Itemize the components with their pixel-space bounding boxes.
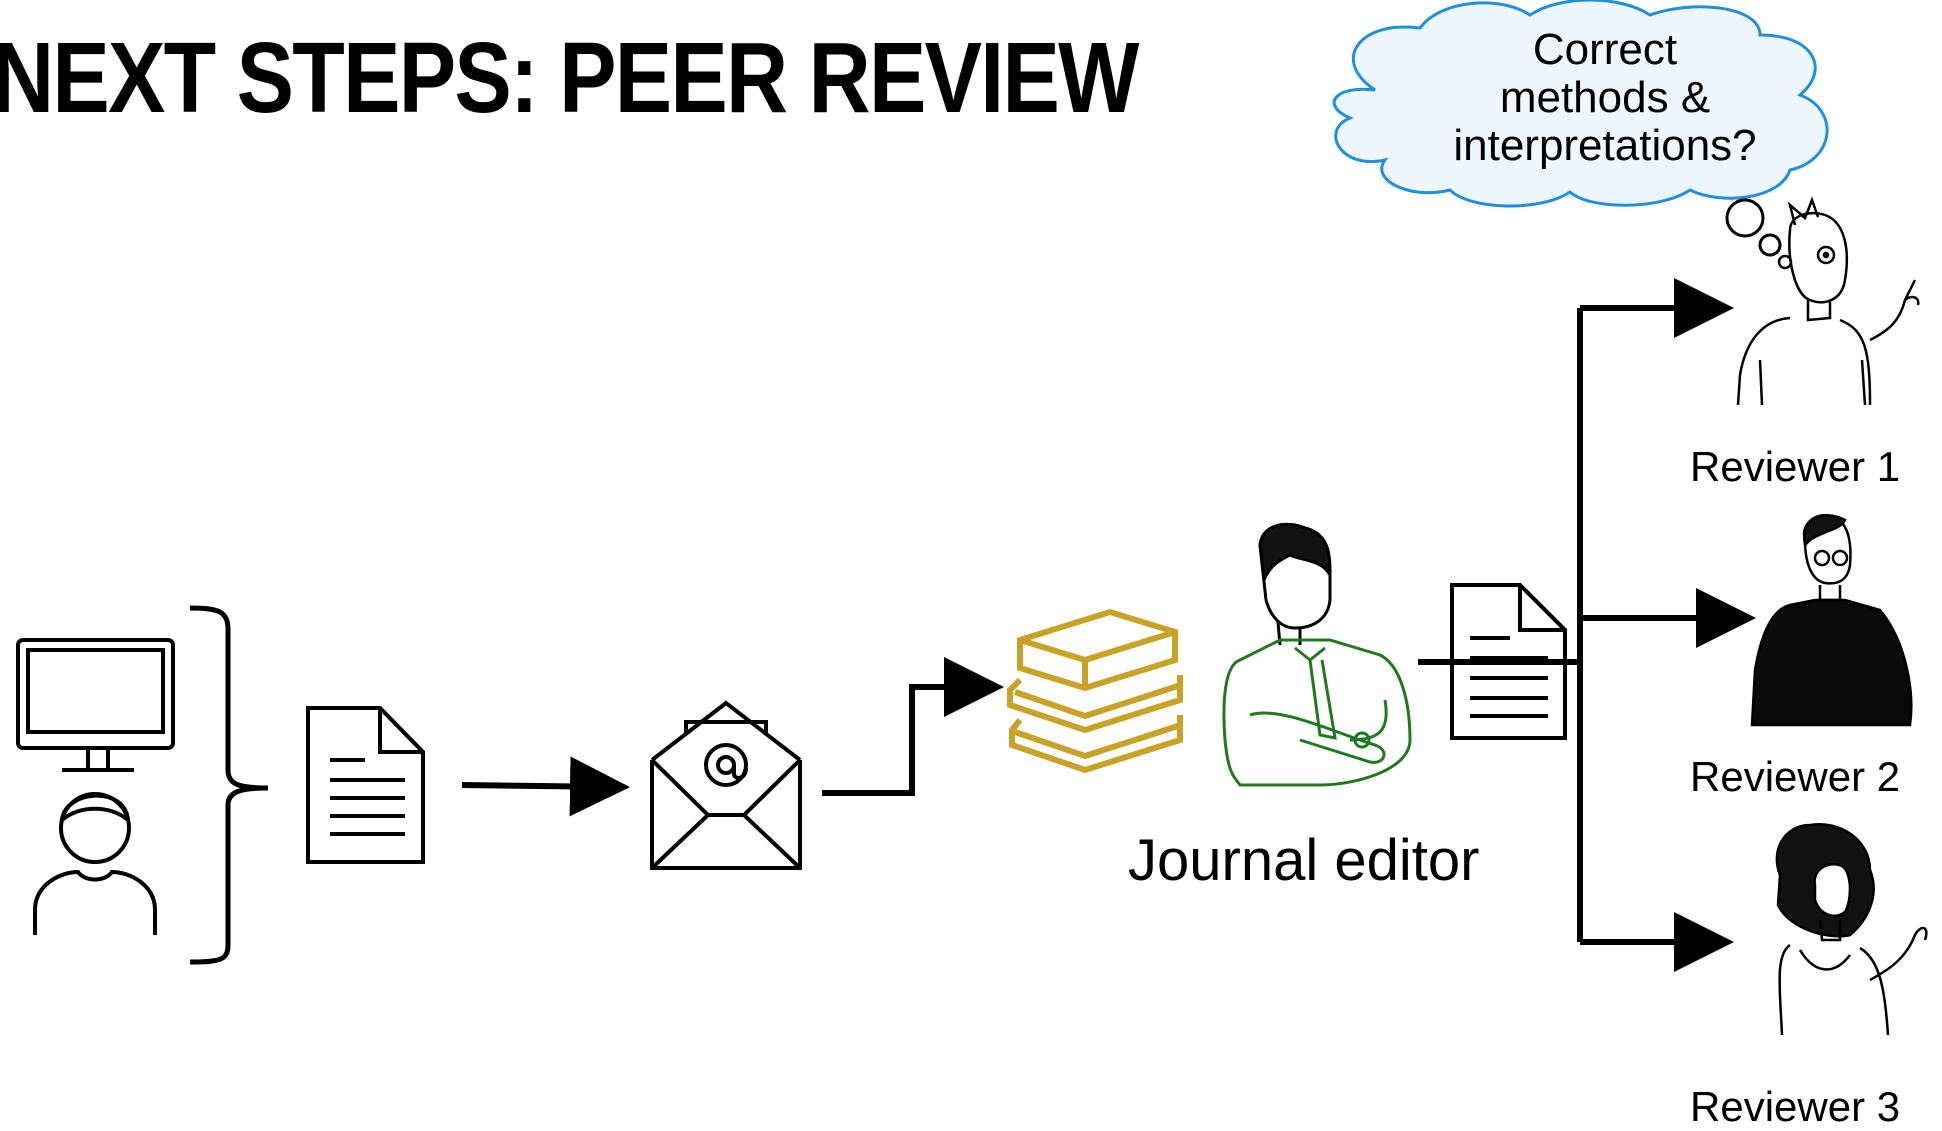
reviewer-1-label: Reviewer 1 [1690,443,1901,490]
thought-bubble-text: Correct methods & interpretations? [1430,26,1780,170]
email-at-icon [650,700,802,870]
arrow-email-to-editor [822,657,1004,796]
thought-line-1: Correct [1532,25,1678,74]
reviewer-2-label: Reviewer 2 [1690,753,1901,800]
editor-label: Journal editor [1128,828,1480,893]
thought-bubble-cloud [1332,0,1829,270]
editor-figure-icon [1222,522,1412,787]
arrow-document-to-email [461,756,630,817]
thought-line-2: methods & [1499,73,1711,122]
forwarded-document-icon [1450,583,1567,740]
document-icon [306,706,425,864]
reviewer-2-figure-icon [1750,514,1913,727]
thought-line-3: interpretations? [1453,121,1757,170]
reviewer-branch-connector [1418,308,1583,942]
reviewer-3-label: Reviewer 3 [1690,1083,1901,1130]
user-icon [33,792,157,935]
books-icon [1007,608,1183,774]
computer-monitor-icon [16,638,175,772]
grouping-brace [189,605,269,965]
reviewer-3-figure-icon [1775,822,1928,1036]
slide-title: NEXT STEPS: PEER REVIEW [0,22,1139,134]
reviewer-1-figure-icon [1736,196,1920,406]
